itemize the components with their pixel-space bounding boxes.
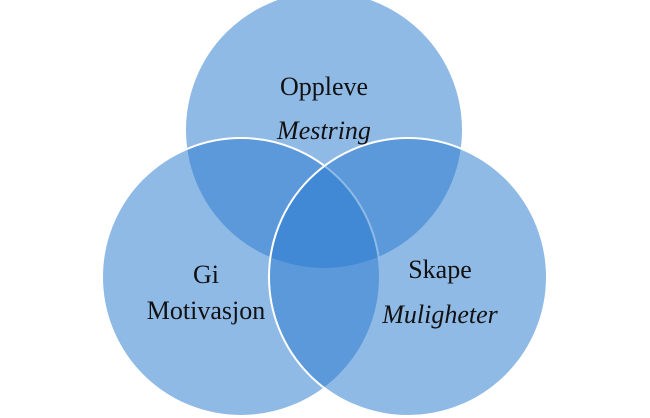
top-label-line2: Mestring: [276, 116, 371, 145]
right-label-line1: Skape: [408, 255, 472, 284]
right-label-line2: Muligheter: [381, 300, 498, 329]
top-label-line1: Oppleve: [280, 72, 368, 101]
left-label-line2: Motivasjon: [147, 296, 265, 325]
left-label-line1: Gi: [193, 260, 219, 289]
circle-right: [268, 137, 548, 417]
